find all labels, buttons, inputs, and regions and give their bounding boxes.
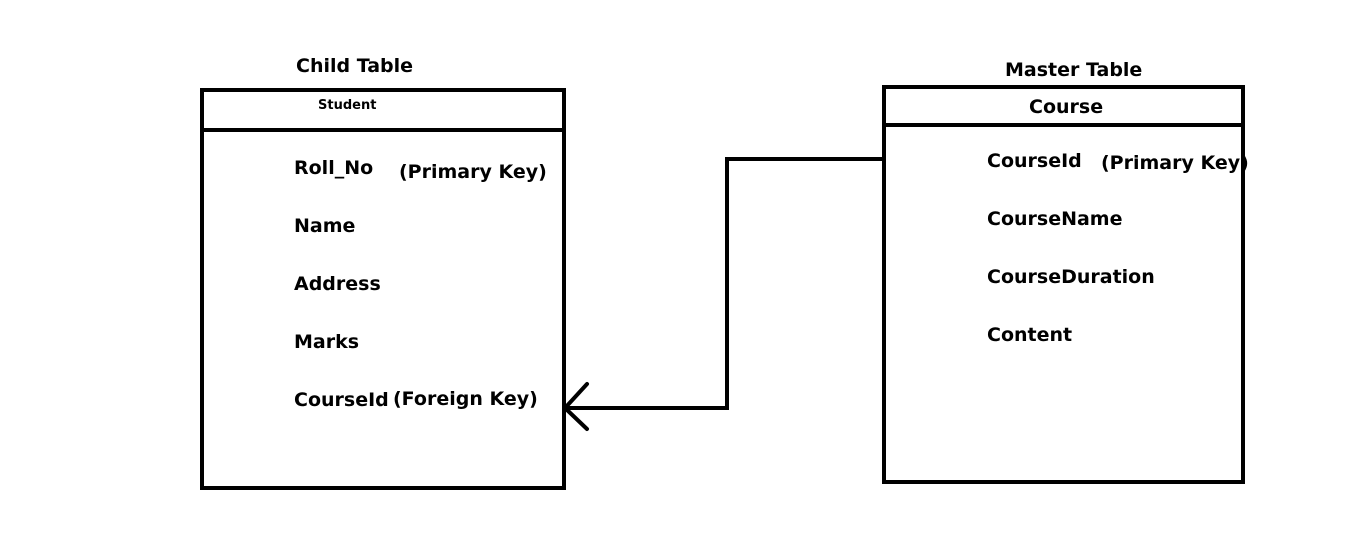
relationship-line	[565, 157, 882, 410]
course-field-content: Content	[987, 324, 1073, 346]
student-field-marks: Marks	[294, 331, 360, 353]
child-table-caption: Child Table	[296, 55, 414, 77]
course-field-courseid: CourseId	[987, 150, 1082, 172]
student-roll-no-key: (Primary Key)	[399, 161, 547, 183]
master-table-caption: Master Table	[1005, 59, 1143, 81]
student-courseid-key: (Foreign Key)	[393, 388, 538, 410]
student-field-name: Name	[294, 215, 356, 237]
course-header-divider	[886, 123, 1241, 127]
student-field-courseid: CourseId	[294, 389, 389, 411]
course-courseid-key: (Primary Key)	[1101, 152, 1249, 174]
student-field-roll-no: Roll_No	[294, 157, 374, 179]
student-header-divider	[204, 128, 562, 132]
arrowhead-icon	[563, 382, 589, 431]
student-table	[200, 88, 566, 490]
course-field-coursename: CourseName	[987, 208, 1123, 230]
course-field-courseduration: CourseDuration	[987, 266, 1155, 288]
student-table-name: Student	[318, 98, 377, 113]
course-table	[882, 85, 1245, 484]
course-table-name: Course	[1029, 96, 1104, 118]
student-field-address: Address	[294, 273, 381, 295]
